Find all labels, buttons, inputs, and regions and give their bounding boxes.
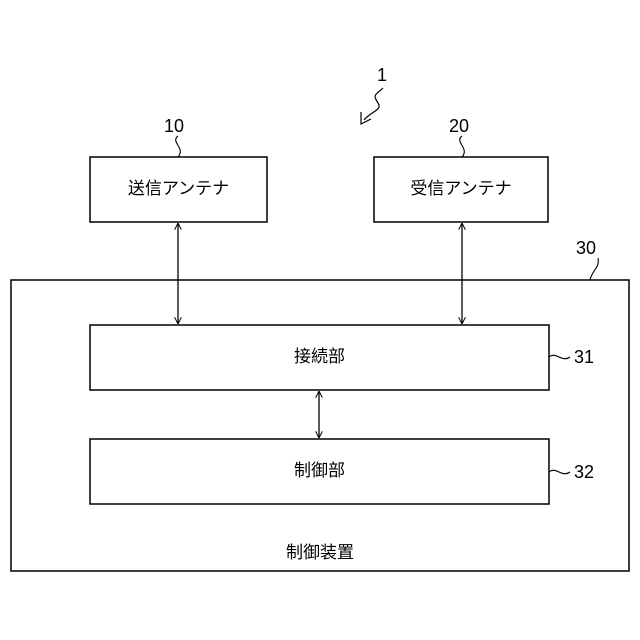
tx-antenna-ref-number: 10	[164, 117, 184, 135]
control-device-box	[11, 280, 629, 571]
control-unit-leader	[549, 470, 570, 473]
rx-antenna-leader	[460, 136, 465, 157]
rx-antenna-ref-number: 20	[449, 117, 469, 135]
tx-antenna-leader	[176, 136, 181, 157]
connection-unit-label: 接続部	[90, 349, 549, 366]
control-unit-ref-number: 32	[574, 463, 594, 481]
control-device-ref-number: 30	[576, 239, 596, 257]
system-leader-line	[364, 88, 383, 120]
control-device-label: 制御装置	[11, 545, 629, 562]
system-ref-number: 1	[377, 66, 387, 84]
connection-unit-leader	[549, 355, 570, 358]
control-device-leader	[590, 258, 598, 280]
rx-antenna-label: 受信アンテナ	[374, 181, 548, 198]
control-unit-label: 制御部	[90, 463, 549, 480]
connection-unit-ref-number: 31	[574, 348, 594, 366]
tx-antenna-label: 送信アンテナ	[90, 181, 267, 198]
